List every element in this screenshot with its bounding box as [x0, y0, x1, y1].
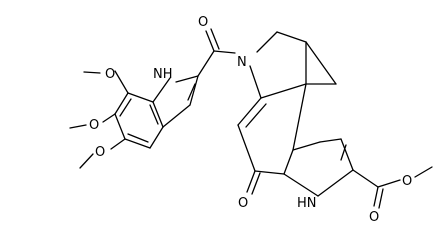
atom-label-nh-indole: NH [153, 67, 173, 82]
atom-label-o-methoxy-top: O [105, 67, 115, 82]
atom-labels: O O O NH O N O HN O O [89, 15, 412, 225]
atom-label-o-ester-ether: O [402, 174, 412, 189]
atom-label-o-ketone: O [238, 196, 248, 211]
atom-label-o-ester-carbonyl: O [369, 210, 379, 225]
atom-label-o-methoxy-bot: O [95, 145, 105, 160]
atom-label-o-amide: O [198, 15, 208, 30]
bond-lines [69, 28, 433, 209]
atom-label-hn-pyrrole: HN [297, 196, 317, 211]
atom-label-o-methoxy-mid: O [89, 118, 99, 133]
atom-label-n-ring: N [237, 55, 247, 70]
